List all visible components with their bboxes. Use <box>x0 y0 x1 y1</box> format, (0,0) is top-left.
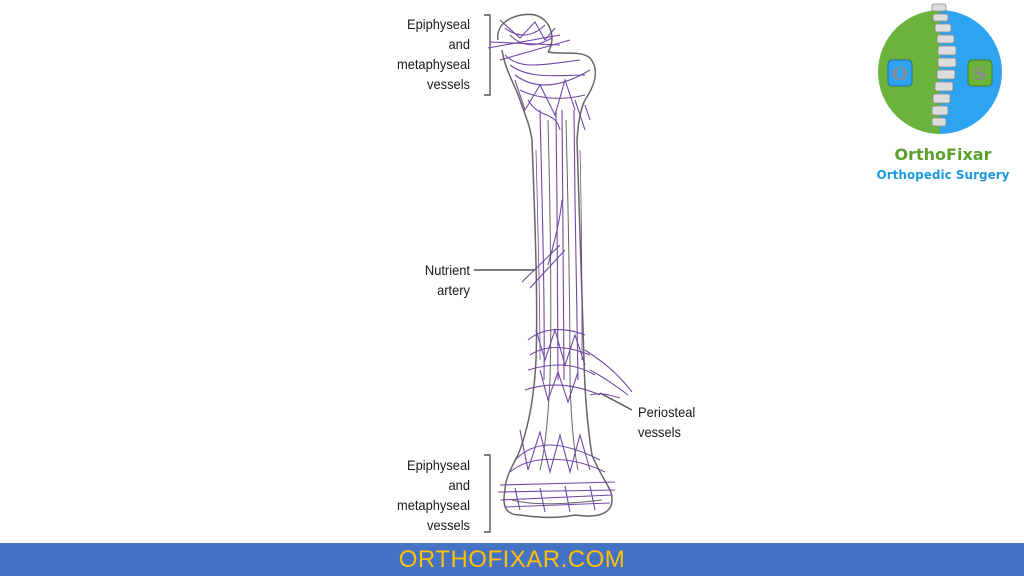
spine-icon <box>931 3 957 127</box>
badge-o-icon <box>887 59 913 87</box>
label-nutrient-artery: Nutrient artery <box>424 262 470 298</box>
femur-outline <box>497 13 613 518</box>
badge-s-letter: S <box>974 64 987 85</box>
logo-name: OrthoFixar <box>894 145 992 164</box>
footer-website-link[interactable]: ORTHOFIXAR.COM <box>398 546 626 573</box>
label-periosteal-vessels: Periosteal vessels <box>638 404 696 440</box>
logo-tagline: Orthopedic Surgery <box>876 168 1010 182</box>
vessel-network <box>487 19 633 513</box>
footer-bar: ORTHOFIXAR.COM <box>0 543 1024 576</box>
bottom-bracket <box>484 454 491 533</box>
label-top-epiphyseal-vessels: Epiphyseal and metaphyseal vessels <box>396 16 470 92</box>
badge-o-letter: O <box>892 64 908 85</box>
label-bottom-epiphyseal-vessels: Epiphyseal and metaphyseal vessels <box>396 457 470 533</box>
orthofixar-logo: O S <box>878 3 1002 134</box>
periosteal-leader <box>599 392 633 411</box>
bone-vessel-diagram <box>474 13 633 533</box>
top-bracket <box>484 14 491 96</box>
badge-s-icon <box>967 59 993 87</box>
